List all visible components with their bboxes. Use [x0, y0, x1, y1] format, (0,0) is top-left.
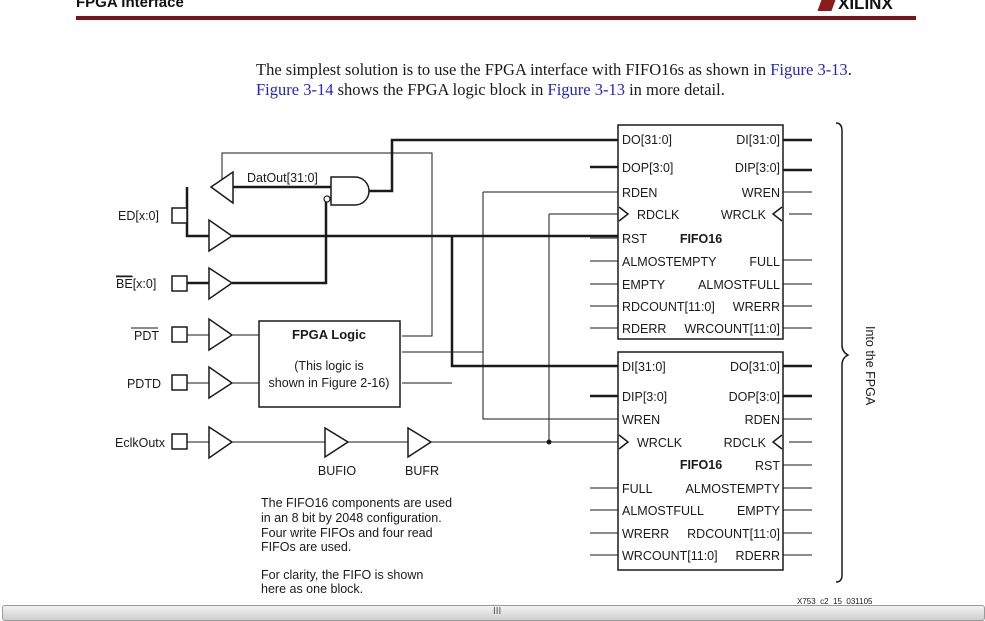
bot-fifo-right-port: EMPTY — [737, 504, 781, 518]
section-title: FPGA Interface — [76, 0, 184, 11]
top-fifo-right-port: DIP[3:0] — [735, 161, 780, 175]
note-line-1: The FIFO16 components are used — [261, 496, 452, 510]
fpga-logic-line2: shown in Figure 2-16) — [269, 376, 390, 390]
fifo-top-name: FIFO16 — [680, 232, 722, 246]
eclk-pin-label: EclkOutx — [115, 436, 166, 450]
thick-wires — [180, 138, 620, 398]
wrclk-clock-icon-2 — [618, 434, 630, 450]
top-fifo-left-port: RDEN — [622, 186, 657, 200]
datout-label: DatOut[31:0] — [247, 171, 318, 185]
top-fifo-left-port: RDERR — [622, 322, 666, 336]
fifo16-top-block — [617, 124, 784, 340]
top-fifo-right-port: WREN — [742, 186, 780, 200]
bot-fifo-left-port: FULL — [622, 482, 653, 496]
output-buffer-icon — [209, 170, 234, 205]
ed-input-buffer-icon — [208, 218, 234, 253]
bot-fifo-right-port: ALMOSTEMPTY — [686, 482, 781, 496]
be-suffix: [x:0] — [133, 277, 157, 291]
bot-fifo-right-port: RDEN — [745, 413, 780, 427]
bot-fifo-right-port: RDCLK — [724, 436, 767, 450]
pdtd-input-buffer-icon — [208, 365, 234, 400]
bot-fifo-left-port: WREN — [622, 413, 660, 427]
top-fifo-left-port: RDCOUNT[11:0] — [622, 300, 715, 314]
thin-wires — [187, 152, 620, 443]
rdclk-clock-icon — [618, 206, 630, 222]
fpga-logic-title: FPGA Logic — [292, 327, 366, 342]
note-line-6: here as one block. — [261, 582, 363, 596]
xilinx-logo: XILINX — [817, 0, 893, 14]
top-fifo-right-port: ALMOSTFULL — [698, 278, 780, 292]
bot-fifo-left-port: DIP[3:0] — [622, 390, 667, 404]
be-name: BE — [116, 277, 133, 291]
top-fifo-right-port: WRERR — [733, 300, 780, 314]
bot-fifo-left-port: ALMOSTFULL — [622, 504, 704, 518]
scrollbar-grip-icon[interactable]: III — [493, 606, 502, 617]
bot-fifo-left-port: DI[31:0] — [622, 360, 666, 374]
bot-fifo-right-port: DO[31:0] — [730, 360, 780, 374]
horizontal-scrollbar[interactable]: III — [2, 605, 985, 621]
bot-fifo-right-port: RST — [755, 459, 780, 473]
bot-fifo-left-port: WRERR — [622, 527, 669, 541]
logo-text: XILINX — [838, 0, 893, 13]
top-fifo-right-port: FULL — [749, 255, 780, 269]
figure-id: X753_c2_15_031105 — [797, 597, 873, 606]
be-pad — [171, 275, 188, 292]
note-line-5: For clarity, the FIFO is shown — [261, 568, 423, 582]
bot-fifo-right-port: RDCOUNT[11:0] — [687, 527, 780, 541]
be-input-buffer-icon — [208, 266, 234, 301]
header-rule — [76, 16, 916, 20]
figure-link-3-13[interactable]: Figure 3-13 — [770, 60, 848, 79]
top-fifo-right-port: DI[31:0] — [736, 133, 780, 147]
pdt-pad — [171, 326, 188, 343]
fpga-logic-line1: (This logic is — [294, 359, 363, 373]
top-fifo-left-port: ALMOSTEMPTY — [622, 255, 717, 269]
top-fifo-left-port: RDCLK — [637, 208, 680, 222]
bot-fifo-right-port: RDERR — [736, 549, 780, 563]
wrclk-clock-icon — [771, 206, 783, 222]
ed-pin-label: ED[x:0] — [118, 209, 159, 223]
and-gate-icon — [330, 176, 370, 206]
intro-text-2: . — [847, 60, 852, 79]
note-line-2: in an 8 bit by 2048 configuration. — [261, 511, 442, 525]
intro-text-1: The simplest solution is to use the FPGA… — [256, 60, 771, 79]
top-fifo-left-port: EMPTY — [622, 278, 666, 292]
bufio-icon — [324, 426, 350, 459]
brace-icon — [835, 122, 850, 583]
figure-link-3-14[interactable]: Figure 3-14 — [256, 80, 334, 99]
inverter-bubble-icon — [323, 195, 331, 203]
note-line-3: Four write FIFOs and four read — [261, 526, 433, 540]
pdt-input-buffer-icon — [208, 317, 234, 352]
brace-label: Into the FPGA — [863, 326, 877, 406]
ed-pad — [171, 207, 188, 224]
be-pin-label: BE[x:0] — [116, 277, 156, 291]
bufr-label: BUFR — [405, 464, 439, 478]
pdt-pin-label: PDT — [134, 329, 159, 343]
pdtd-pin-label: PDTD — [127, 377, 161, 391]
bufio-label: BUFIO — [318, 464, 356, 478]
rdclk-clock-icon-2 — [771, 434, 783, 450]
top-fifo-left-port: RST — [622, 232, 647, 246]
top-fifo-right-port: WRCOUNT[11:0] — [684, 322, 780, 336]
eclk-input-buffer-icon — [208, 425, 234, 460]
intro-text-4: in more detail. — [624, 80, 725, 99]
junction-dot — [546, 439, 552, 445]
top-fifo-left-port: DOP[3:0] — [622, 161, 673, 175]
eclk-pad — [171, 433, 188, 450]
bot-fifo-right-port: DOP[3:0] — [729, 390, 780, 404]
fifo16-bottom-block — [617, 351, 784, 571]
intro-paragraph: The simplest solution is to use the FPGA… — [256, 60, 936, 100]
top-fifo-right-port: WRCLK — [721, 208, 767, 222]
fpga-logic-block — [258, 320, 401, 408]
pdtd-pad — [171, 374, 188, 391]
bot-fifo-left-port: WRCOUNT[11:0] — [622, 549, 718, 563]
bot-fifo-left-port: WRCLK — [637, 436, 683, 450]
figure-link-3-13-b[interactable]: Figure 3-13 — [547, 80, 625, 99]
note-line-4: FIFOs are used. — [261, 540, 351, 554]
fifo-bottom-name: FIFO16 — [680, 458, 722, 472]
intro-text-3: shows the FPGA logic block in — [333, 80, 548, 99]
bufr-icon — [407, 426, 433, 459]
top-fifo-left-port: DO[31:0] — [622, 133, 672, 147]
